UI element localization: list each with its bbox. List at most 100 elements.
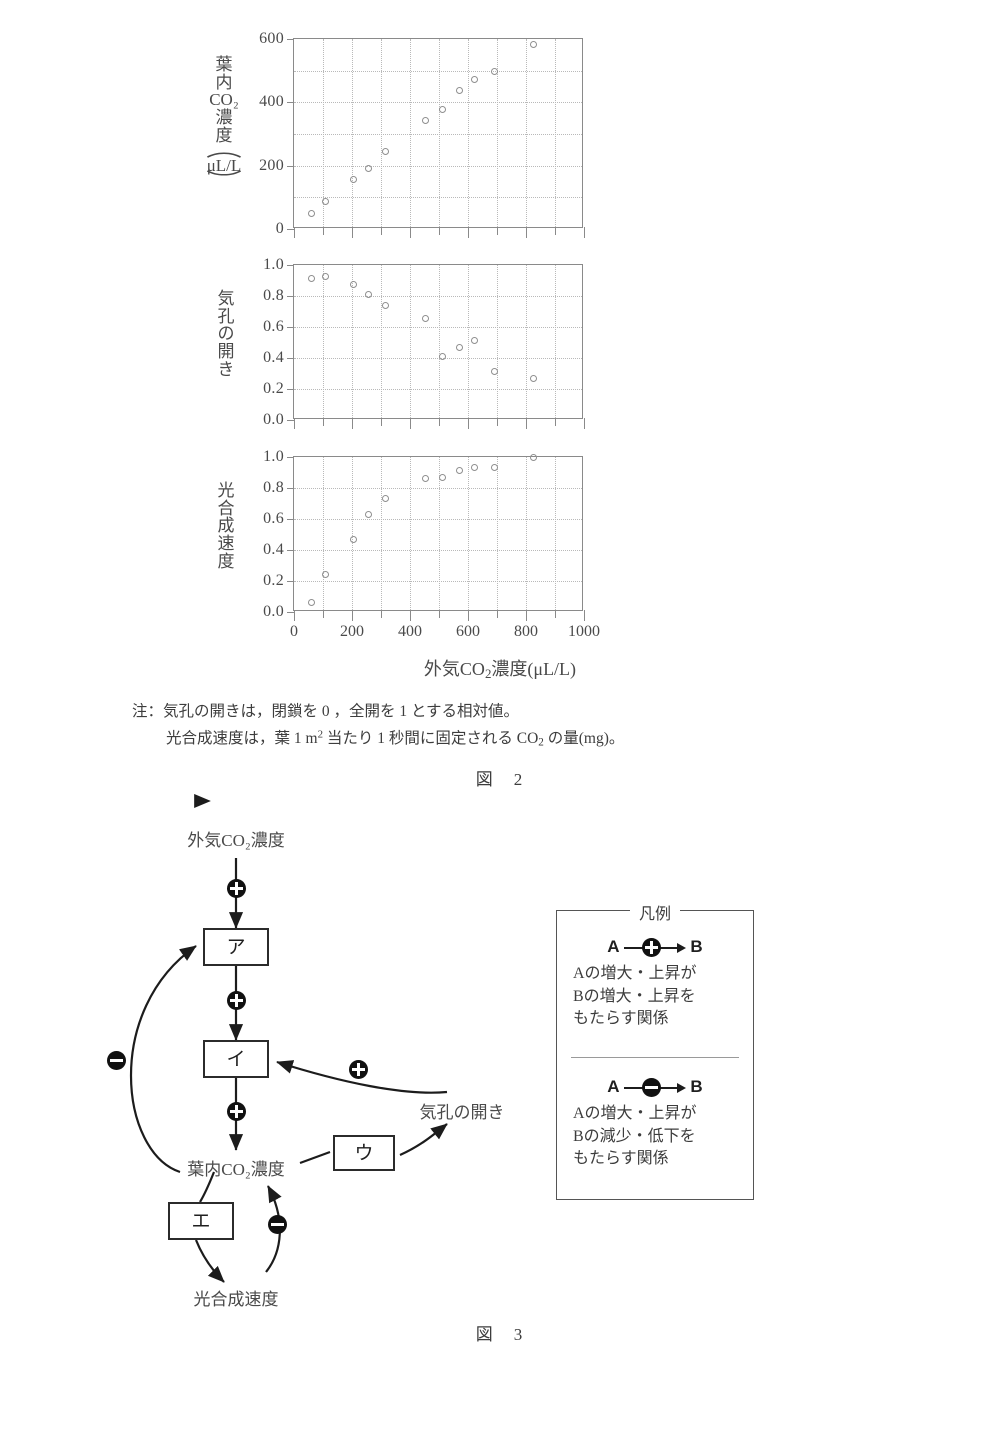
y-axis-tick xyxy=(287,488,294,489)
x-axis-tick-label: 600 xyxy=(456,623,480,640)
x-axis-tick xyxy=(294,418,295,429)
y-axis-tick xyxy=(287,327,294,328)
box-c[interactable]: ウ xyxy=(333,1135,395,1171)
x-axis-tick xyxy=(584,418,585,429)
x-title-co2: CO xyxy=(459,659,485,679)
y-axis-tick xyxy=(287,457,294,458)
x-title-prefix: 外気 xyxy=(423,659,460,679)
x-axis-tick xyxy=(352,418,353,429)
x-axis-tick xyxy=(352,227,353,238)
gridline-vertical xyxy=(323,457,324,610)
y-title-char: 濃 xyxy=(215,108,233,128)
x-axis-tick xyxy=(323,418,324,426)
legend-neg-connector xyxy=(623,1078,686,1098)
gridline-horizontal xyxy=(294,488,582,489)
y-axis-tick-label: 0.2 xyxy=(263,572,284,589)
gridline-horizontal xyxy=(294,327,582,328)
y-title-char: 成 xyxy=(217,516,235,536)
gridline-horizontal xyxy=(294,296,582,297)
data-point xyxy=(491,463,499,471)
legend-plus-icon xyxy=(642,938,662,958)
gridline-vertical xyxy=(323,265,324,418)
x-axis-tick xyxy=(584,610,585,621)
y-axis-tick-label: 0.0 xyxy=(263,411,284,428)
legend-negative-description: Aの増大・上昇が Bの減少・低下を もたらす関係 xyxy=(573,1105,697,1168)
gridline-vertical xyxy=(410,265,411,418)
x-axis-tick xyxy=(497,610,498,618)
x-axis-tick-label: 800 xyxy=(514,623,538,640)
box-a[interactable]: ア xyxy=(203,928,269,966)
legend-row-negative: A B xyxy=(557,1077,753,1098)
y-axis-tick-label: 0 xyxy=(275,220,284,237)
note-2-sub: 2 xyxy=(538,736,544,749)
data-point xyxy=(470,464,478,472)
note-2-c: の量(mg)。 xyxy=(543,730,625,748)
y-axis-tick-label: 0.6 xyxy=(263,510,284,527)
x-axis-tick xyxy=(584,227,585,238)
gridline-vertical xyxy=(381,265,382,418)
x-axis-tick xyxy=(555,418,556,426)
node-photosynthesis-rate: 光合成速度 xyxy=(193,1290,279,1309)
x-axis-tick xyxy=(410,418,411,429)
note-line-2: 光合成速度は，葉 1 m2 当たり 1 秒間に固定される CO2 の量(mg)。 xyxy=(132,725,624,753)
y-axis-tick xyxy=(287,358,294,359)
y-title-char: 速 xyxy=(217,534,235,554)
data-point xyxy=(365,290,373,298)
x-axis-tick xyxy=(410,610,411,621)
sign-minus-feedback-loop xyxy=(106,1050,126,1070)
x-axis-tick xyxy=(323,610,324,618)
sign-plus-b-to-internal xyxy=(226,1101,246,1121)
figure2-notes: 注：気孔の開きは，閉鎖を 0 ，全開を 1 とする相対値。 光合成速度は，葉 1… xyxy=(132,698,624,753)
y-axis-tick-label: 0.6 xyxy=(263,318,284,335)
x-axis-tick xyxy=(468,227,469,238)
legend-positive-description: Aの増大・上昇が Bの増大・上昇を もたらす関係 xyxy=(573,965,697,1028)
x-axis-tick-label: 0 xyxy=(290,623,298,640)
gridline-horizontal xyxy=(294,358,582,359)
gridline-horizontal xyxy=(294,581,582,582)
data-point xyxy=(438,105,446,113)
y-title-char: 度 xyxy=(215,125,233,145)
x-axis-tick-label: 400 xyxy=(398,623,422,640)
note-2-sup: 2 xyxy=(317,728,323,741)
chart1-y-axis-title: 葉 内 CO₂ 濃 度 ︵ μL/L ︶ xyxy=(198,56,250,191)
gridline-vertical xyxy=(468,457,469,610)
x-axis-tick xyxy=(439,418,440,426)
x-title-sub: 2 xyxy=(484,665,492,681)
y-axis-tick-label: 0.8 xyxy=(263,287,284,304)
y-axis-tick xyxy=(287,296,294,297)
figure-3-caption: 図 3 xyxy=(475,1325,525,1344)
x-axis-tick xyxy=(294,610,295,621)
gridline-vertical xyxy=(526,457,527,610)
y-title-char: 光 xyxy=(217,481,235,500)
legend-neg-right: B xyxy=(690,1077,703,1096)
x-axis-tick-label: 1000 xyxy=(568,623,600,640)
x-axis-tick xyxy=(294,227,295,238)
y-axis-tick xyxy=(287,550,294,551)
y-title-char: 開 xyxy=(217,342,235,362)
data-point xyxy=(381,494,389,502)
y-axis-tick xyxy=(287,581,294,582)
legend-pos-connector xyxy=(623,938,686,958)
x-axis-tick xyxy=(439,227,440,235)
data-point xyxy=(365,164,373,172)
data-point xyxy=(438,352,446,360)
x-axis-tick xyxy=(323,227,324,235)
y-title-unit: μL/L xyxy=(206,156,242,176)
data-point xyxy=(349,176,357,184)
box-b[interactable]: イ xyxy=(203,1040,269,1078)
box-d[interactable]: エ xyxy=(168,1202,234,1240)
data-point xyxy=(381,147,389,155)
y-axis-tick xyxy=(287,229,294,230)
data-point xyxy=(421,475,429,483)
x-axis-tick-label: 200 xyxy=(340,623,364,640)
x-axis-tick xyxy=(410,227,411,238)
data-point xyxy=(529,453,537,461)
gridline-horizontal xyxy=(294,389,582,390)
x-axis-tick xyxy=(555,610,556,618)
y-axis-tick-label: 0.4 xyxy=(263,541,284,558)
node-internal-co2: 葉内CO₂濃度 xyxy=(187,1160,285,1179)
